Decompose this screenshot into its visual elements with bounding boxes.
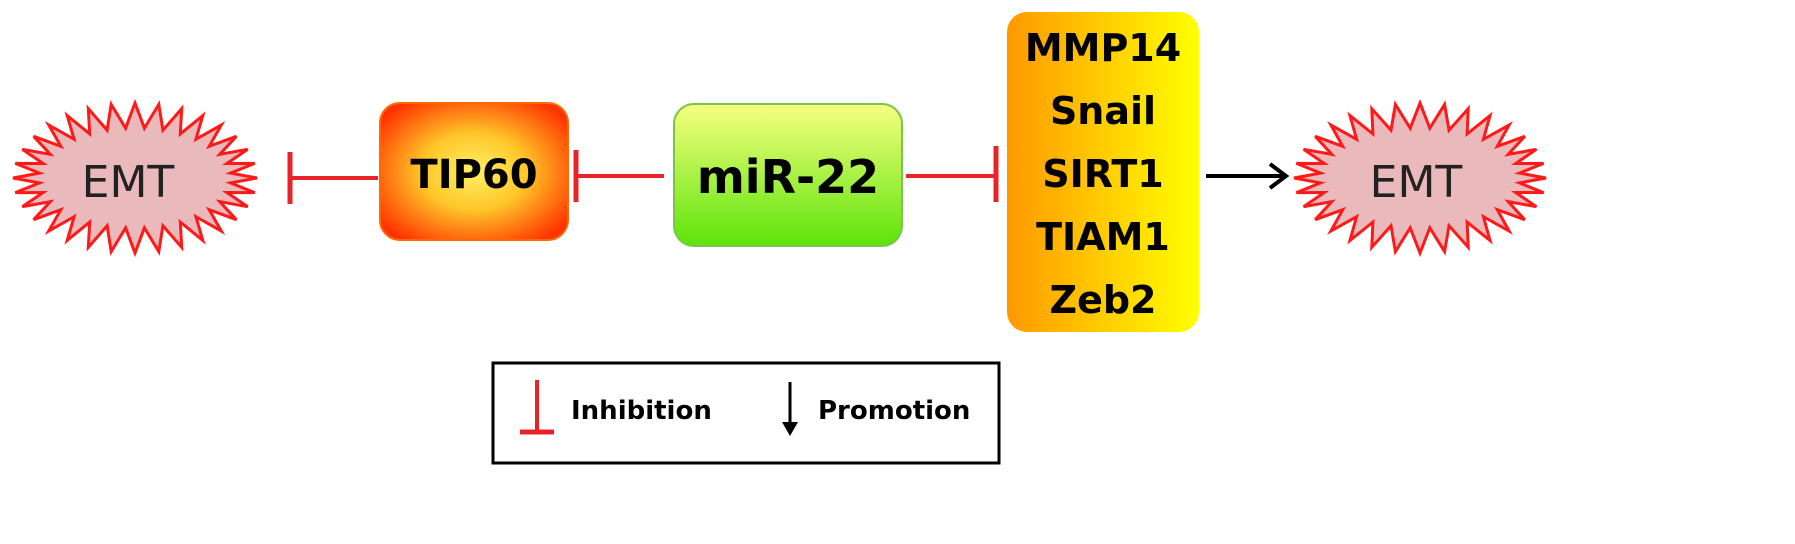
target-tiam1: TIAM1 <box>1036 215 1170 259</box>
target-snail: Snail <box>1050 89 1156 133</box>
mir22-label: miR-22 <box>697 150 879 204</box>
emt-left-label: EMT <box>82 157 175 208</box>
tip60-node: TIP60 <box>379 102 569 241</box>
legend-box <box>491 361 1001 465</box>
emt-right-starburst <box>1293 98 1547 258</box>
promotion-arrow-icon <box>782 382 798 436</box>
tip60-label: TIP60 <box>410 152 537 198</box>
target-mmp14: MMP14 <box>1025 26 1181 70</box>
inhibition-symbol-icon <box>520 380 554 435</box>
emt-left-starburst <box>12 98 258 258</box>
targets-box <box>1007 12 1199 332</box>
targets-node: MMP14 Snail SIRT1 TIAM1 Zeb2 <box>1007 12 1199 332</box>
legend: Inhibition Promotion <box>491 361 1001 465</box>
target-sirt1: SIRT1 <box>1042 152 1163 196</box>
inhibition-tip60-to-emt <box>287 152 378 204</box>
mir22-node: miR-22 <box>673 103 903 247</box>
inhibition-mir22-to-tip60 <box>573 150 664 202</box>
inhibition-mir22-to-targets <box>906 146 999 202</box>
emt-right-node: EMT <box>1293 98 1547 258</box>
legend-inhibition-label: Inhibition <box>571 396 712 426</box>
legend-promotion-label: Promotion <box>818 396 970 426</box>
promotion-targets-to-emt <box>1206 162 1290 190</box>
emt-left-node: EMT <box>12 98 258 258</box>
emt-right-label: EMT <box>1370 157 1463 208</box>
target-zeb2: Zeb2 <box>1050 278 1157 322</box>
tip60-box <box>379 102 569 241</box>
mir22-box <box>673 103 903 247</box>
